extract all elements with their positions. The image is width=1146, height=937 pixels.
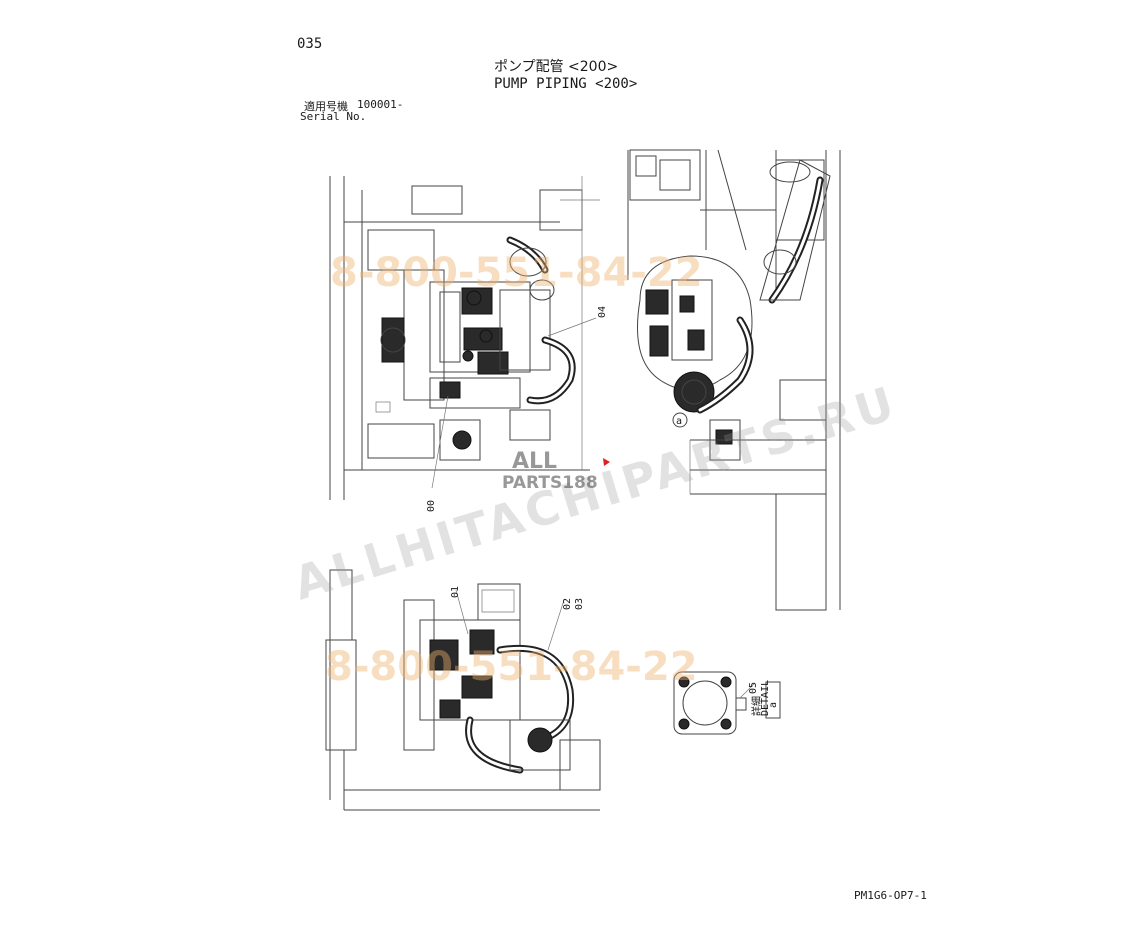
red-marker-icon — [603, 458, 610, 466]
drawing-code: PM1G6-OP7-1 — [854, 889, 927, 902]
callout-02: 02 — [562, 598, 573, 610]
page-number: 035 — [297, 36, 323, 52]
callout-00: 00 — [426, 500, 437, 512]
detail-marker: a — [676, 416, 682, 427]
svg-text:PARTS188: PARTS188 — [502, 473, 598, 493]
phone-watermark-top: 8-800-551-84-22 — [330, 250, 703, 296]
title-english: PUMP PIPING <200> — [494, 76, 638, 92]
phone-watermark-bottom: 8-800-551-84-22 — [325, 644, 698, 690]
logo-watermark: ALL PARTS188 — [502, 449, 598, 493]
detail-letter: a — [768, 702, 779, 708]
callout-04: 04 — [597, 306, 608, 318]
callout-05: 05 — [748, 682, 759, 694]
callout-03: 03 — [574, 598, 585, 610]
detail-a-view — [673, 671, 781, 735]
view-top — [329, 176, 600, 500]
serial-number-value: 100001- — [357, 98, 404, 111]
view-front — [325, 569, 601, 811]
view-side: a — [627, 149, 841, 611]
svg-text:ALL: ALL — [512, 449, 557, 474]
detail-label-japanese: 詳細 — [750, 696, 763, 716]
callout-01: 01 — [450, 586, 461, 598]
serial-label-english: Serial No. — [300, 110, 367, 123]
title-japanese: ポンプ配管 <200> — [494, 59, 619, 75]
serial-label-japanese: 適用号機 — [304, 100, 348, 113]
detail-label-english: DETAIL — [760, 680, 771, 716]
